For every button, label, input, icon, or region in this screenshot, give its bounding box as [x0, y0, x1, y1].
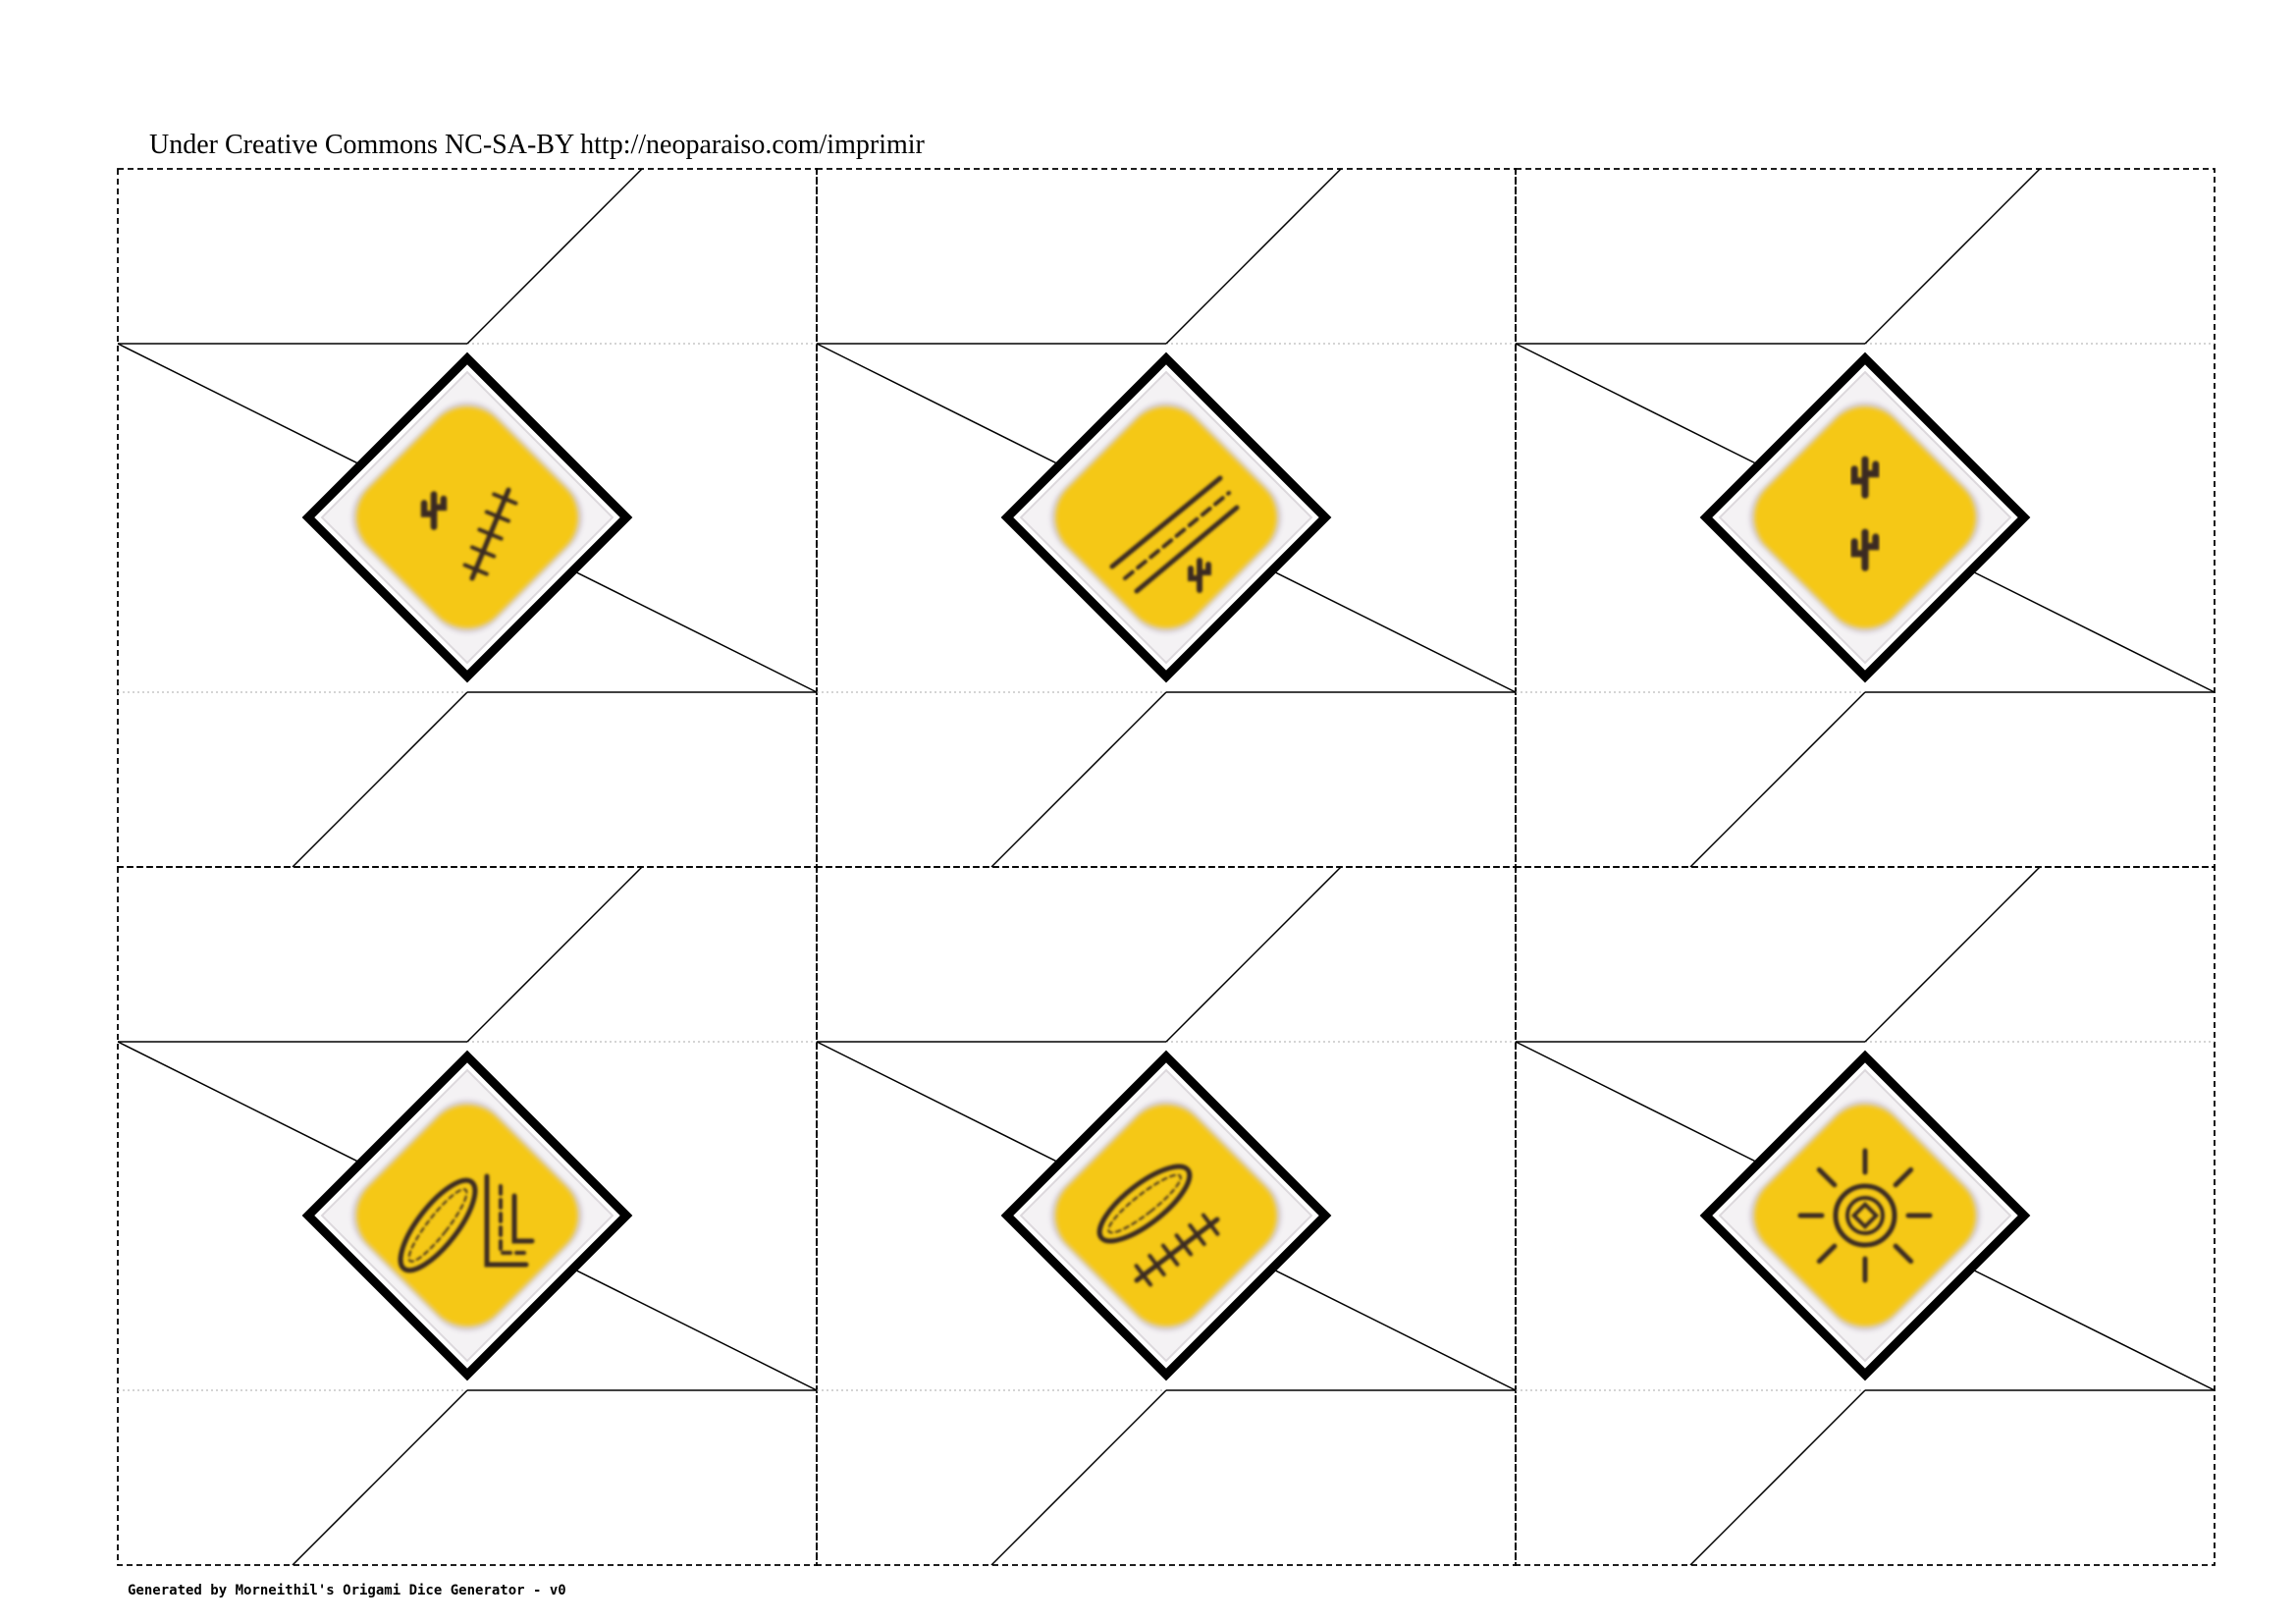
sun-target-icon [1797, 1148, 1933, 1283]
dice-face-panel [1515, 168, 2216, 868]
dice-face-panel [117, 866, 818, 1566]
dice-face-panel [816, 866, 1517, 1566]
license-notice: Under Creative Commons NC-SA-BY http://n… [149, 130, 925, 160]
dice-face-panel [117, 168, 818, 868]
dice-face-panel [1515, 866, 2216, 1566]
cactus-and-railway-icon [420, 487, 518, 581]
face-symbol-tile [351, 1100, 583, 1331]
face-symbol-tile [1749, 402, 1981, 633]
road-and-cactus-icon [1109, 475, 1240, 594]
generator-credit: Generated by Morneithil's Origami Dice G… [128, 1583, 566, 1598]
rock-and-railway-icon [1096, 1163, 1220, 1287]
face-symbol-tile [1749, 1100, 1981, 1331]
rock-and-road-corner-icon [398, 1173, 535, 1273]
dice-face-panel [816, 168, 1517, 868]
face-symbol-tile [1050, 402, 1282, 633]
two-cacti-icon [1850, 456, 1880, 571]
face-symbol-tile [1050, 1100, 1282, 1331]
face-symbol-tile [351, 402, 583, 633]
